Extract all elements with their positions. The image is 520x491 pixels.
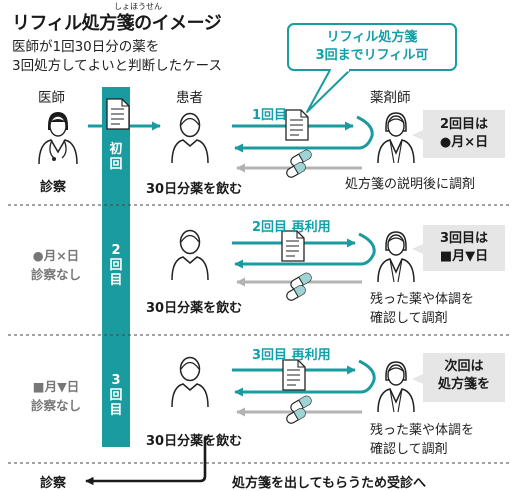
row2-left-label-2: 診察なし: [30, 267, 81, 282]
row2-pharmacist-note-2: 確認して調剤: [370, 311, 448, 326]
row1-bubble-line-2: ●月×日: [439, 135, 489, 150]
bubble-1: [412, 110, 505, 158]
subtitle-line-1: 医師が1回30日分の薬を: [12, 39, 160, 55]
callout-box: [287, 23, 457, 71]
row3-pharmacist-note-1: 残った薬や体調を: [370, 423, 475, 438]
timeline-bar: [102, 87, 130, 447]
bar-label-2: 2回目: [109, 243, 123, 288]
bar-label-3: 3回目: [109, 373, 123, 418]
column-pharmacist: 薬剤師: [370, 90, 411, 106]
row1-bubble-line-1: 2回目は: [439, 117, 489, 132]
row3-left-label-1: ■月▼日: [32, 379, 80, 394]
row1-pharmacist-note: 処方箋の説明後に調剤: [345, 177, 476, 192]
row2-pharmacist-note-1: 残った薬や体調を: [370, 292, 475, 307]
footer-left: 診察: [40, 476, 67, 491]
row2-bubble-line-1: 3回目は: [439, 231, 489, 246]
patient-icon: [171, 356, 209, 408]
bubble-2: [412, 225, 505, 271]
doctor-icon: [38, 112, 78, 165]
row3-left-label-2: 診察なし: [30, 398, 81, 413]
callout-line-1: リフィル処方箋: [326, 30, 418, 45]
patient-icon: [171, 112, 209, 164]
row3-drink: 30日分薬を飲む: [146, 434, 243, 449]
row2-drink: 30日分薬を飲む: [146, 301, 243, 316]
callout-line-2: 3回までリフィル可: [315, 48, 429, 63]
return-arrow: [85, 437, 207, 486]
row3-pharmacist-note-2: 確認して調剤: [370, 442, 448, 457]
patient-icon: [171, 229, 209, 281]
row1-drink: 30日分薬を飲む: [146, 182, 243, 197]
row1-arrow-label: 1回目: [252, 108, 288, 123]
row3-bubble-line-2: 処方箋を: [437, 377, 490, 392]
row1-left-label: 診察: [40, 180, 67, 195]
bubble-3: [412, 353, 505, 402]
title-ruby: しょほうせん: [114, 2, 162, 11]
page-title: リフィル処方箋のイメージ: [12, 13, 222, 34]
row2-bubble-line-2: ■月▼日: [439, 249, 489, 264]
subtitle-line-2: 3回処方してよいと判断したケース: [12, 58, 223, 74]
row2-arrow-label: 2回目 再利用: [252, 220, 331, 235]
column-patient: 患者: [176, 90, 203, 106]
row2-left-label-1: ●月×日: [32, 248, 80, 263]
row3-bubble-line-1: 次回は: [444, 359, 484, 374]
pharmacist-icon: [377, 112, 415, 164]
column-doctor: 医師: [38, 90, 65, 106]
footer-right: 処方箋を出してもらうため受診へ: [232, 476, 426, 491]
bar-label-1: 初回: [109, 142, 123, 172]
row3-arrow-label: 3回目 再利用: [252, 348, 331, 363]
